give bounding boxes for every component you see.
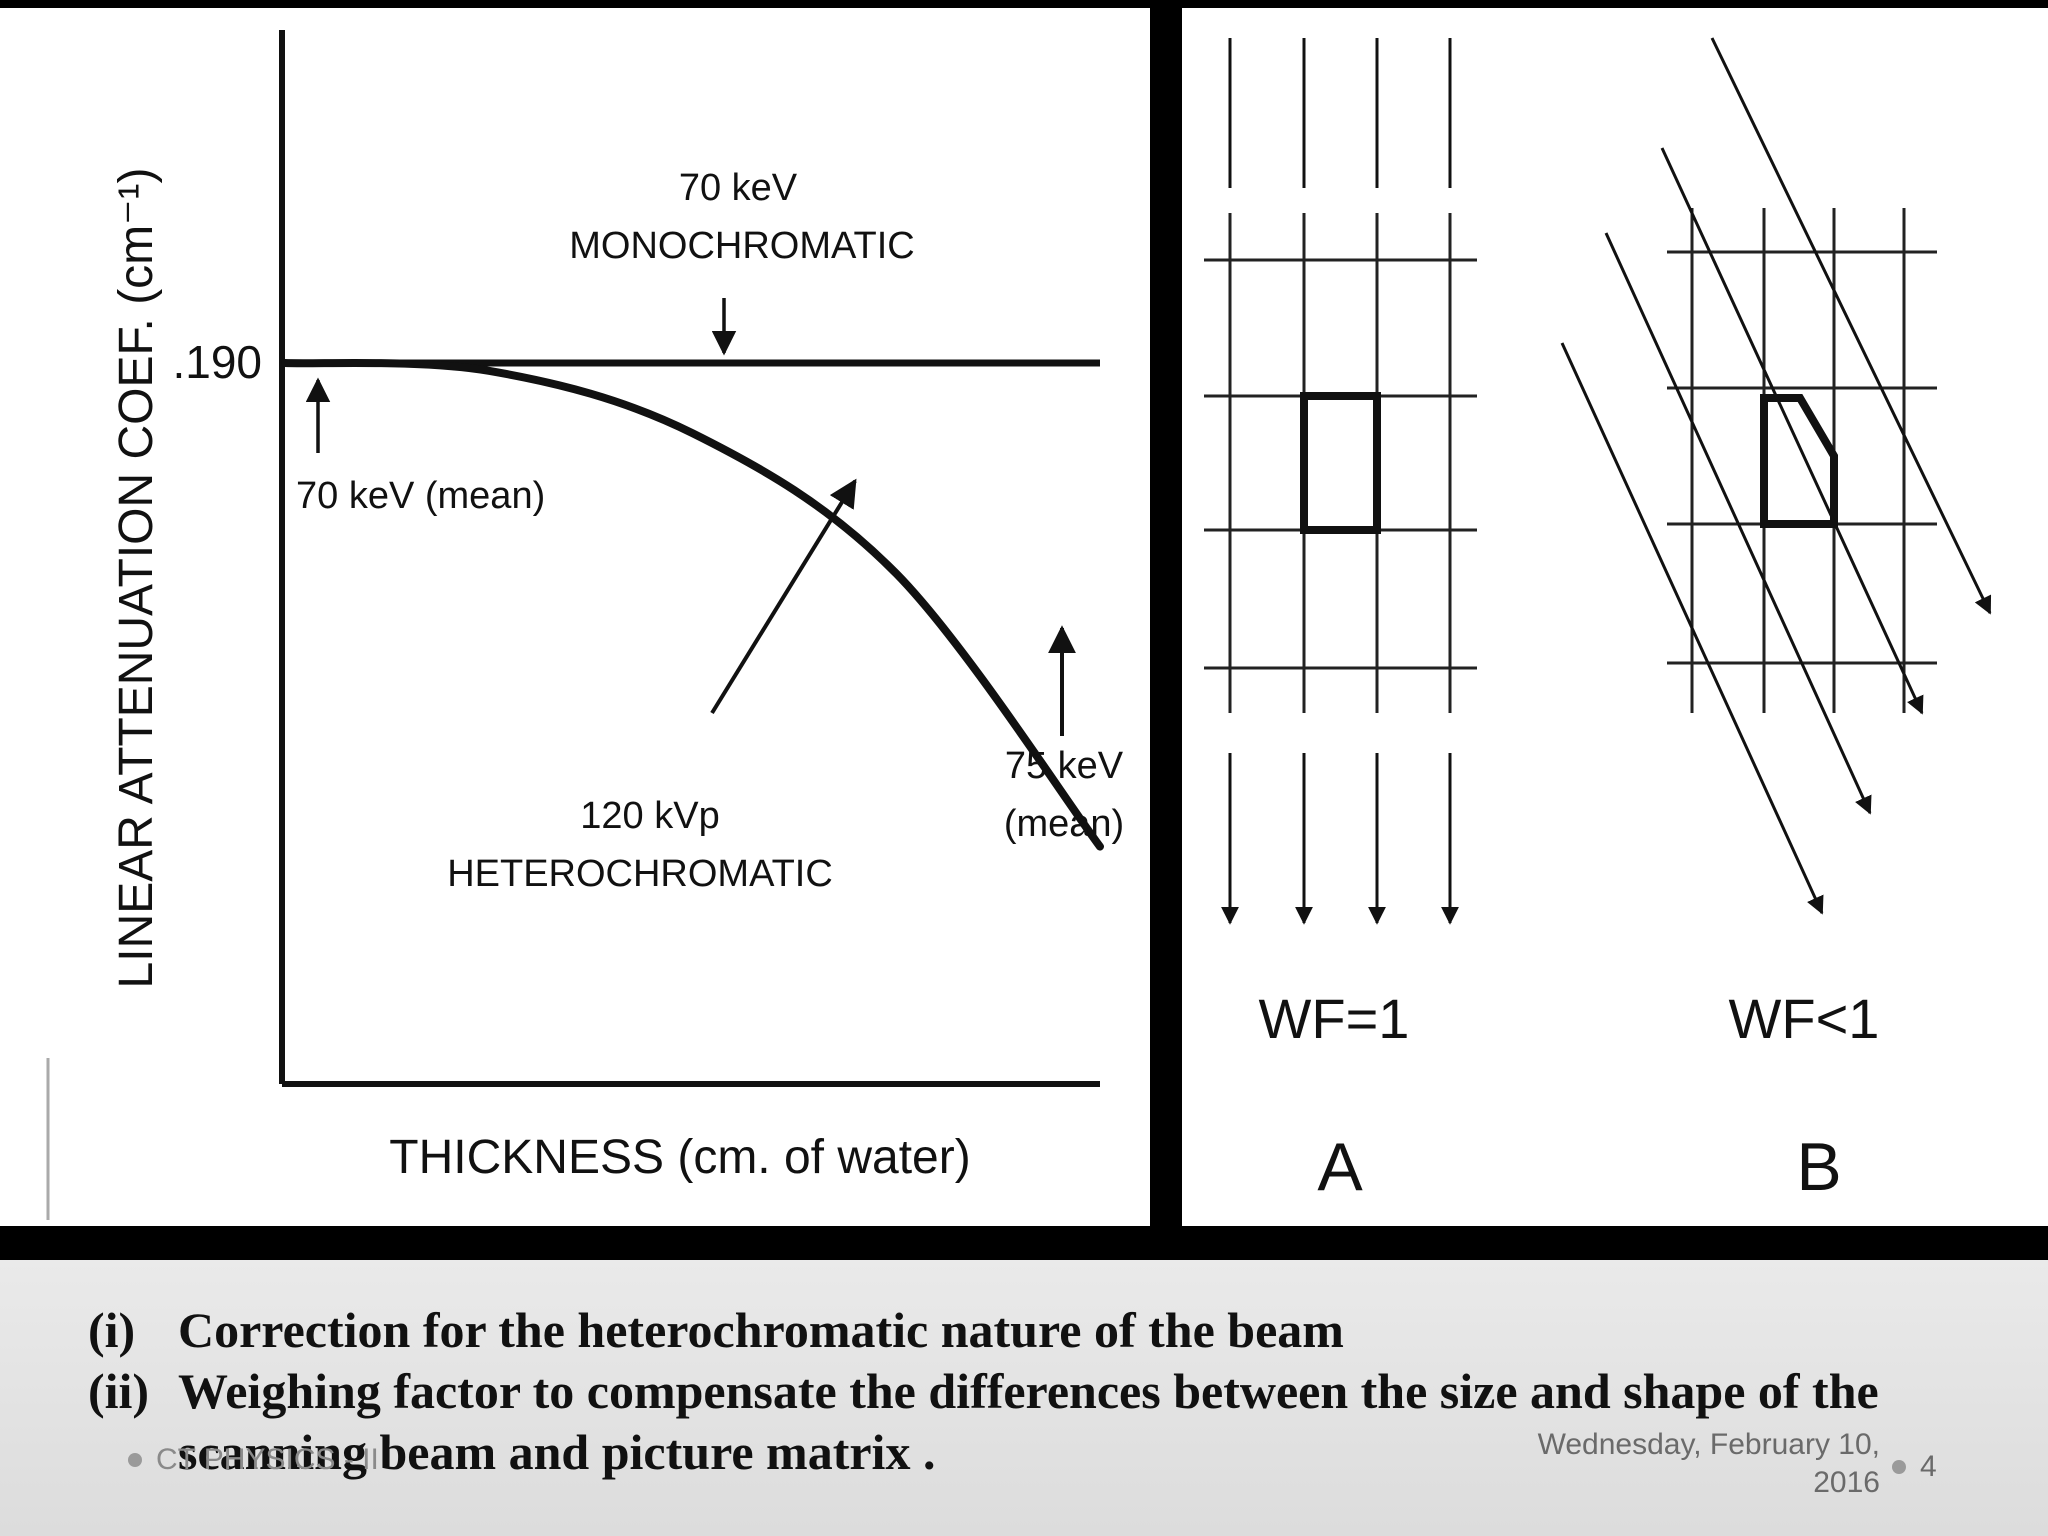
pixel-grid-a: [1204, 213, 1477, 713]
highlighted-pixel-b: [1760, 394, 1838, 528]
hetero-label-line1: 120 kVp: [580, 795, 719, 837]
footer-date: Wednesday, February 10, 2016: [1460, 1426, 1880, 1502]
arrow-to-heterochromatic: [710, 478, 857, 715]
caption-item-1: (i) Correction for the heterochromatic n…: [88, 1300, 1968, 1361]
y-tick-label: .190: [172, 336, 262, 388]
footer-date-line2: 2016: [1813, 1466, 1880, 1499]
footer-page-number: 4: [1892, 1450, 1937, 1484]
weighting-factor-diagram-panel: WF=1 A WF<1 B: [1182, 8, 2048, 1226]
panel-label-a: A: [1317, 1129, 1363, 1205]
mean75-label-line1: 75 keV: [1005, 745, 1124, 787]
footer-date-line1: Wednesday, February 10,: [1537, 1428, 1880, 1461]
panel-label-b: B: [1796, 1129, 1841, 1205]
series-line-heterochromatic: [281, 358, 1104, 851]
mean70-label: 70 keV (mean): [296, 475, 545, 517]
caption-item-1-number: (i): [88, 1302, 136, 1358]
wf-label-b: WF<1: [1729, 987, 1880, 1050]
oblique-beams-b: [1560, 37, 1992, 915]
highlighted-pixel-a: [1300, 392, 1381, 534]
caption-item-2-number: (ii): [88, 1363, 150, 1419]
hetero-label-line2: HETEROCHROMATIC: [447, 853, 833, 895]
attenuation-chart: .190 LINEAR ATTENUATION COEF. (cm⁻¹) THI…: [46, 30, 1124, 1220]
parallel-beams-a: [1221, 38, 1459, 925]
attenuation-chart-panel: .190 LINEAR ATTENUATION COEF. (cm⁻¹) THI…: [0, 8, 1150, 1226]
pixel-grid-b: [1667, 208, 1937, 713]
caption-item-2-text: Weighing factor to compensate the differ…: [178, 1363, 1879, 1480]
footer-title-text: CT PHYSICS - II: [156, 1443, 379, 1476]
wf-label-a: WF=1: [1259, 987, 1410, 1050]
bullet-dot-icon: [128, 1453, 142, 1467]
bullet-dot-icon: [1892, 1460, 1906, 1474]
mean75-label-line2: (mean): [1004, 803, 1124, 845]
mono-label-line1: 70 keV: [679, 167, 798, 209]
caption-item-1-text: Correction for the heterochromatic natur…: [178, 1302, 1344, 1358]
mono-label-line2: MONOCHROMATIC: [569, 225, 915, 267]
page-number-text: 4: [1920, 1450, 1937, 1483]
y-axis-title: LINEAR ATTENUATION COEF. (cm⁻¹): [110, 168, 163, 989]
slide-caption: (i) Correction for the heterochromatic n…: [88, 1300, 1968, 1483]
weighting-factor-diagram: WF=1 A WF<1 B: [1204, 37, 1992, 1205]
footer-title: CT PHYSICS - II: [128, 1443, 379, 1477]
caption-item-2: (ii) Weighing factor to compensate the d…: [88, 1361, 1968, 1483]
x-axis-title: THICKNESS (cm. of water): [389, 1131, 970, 1184]
